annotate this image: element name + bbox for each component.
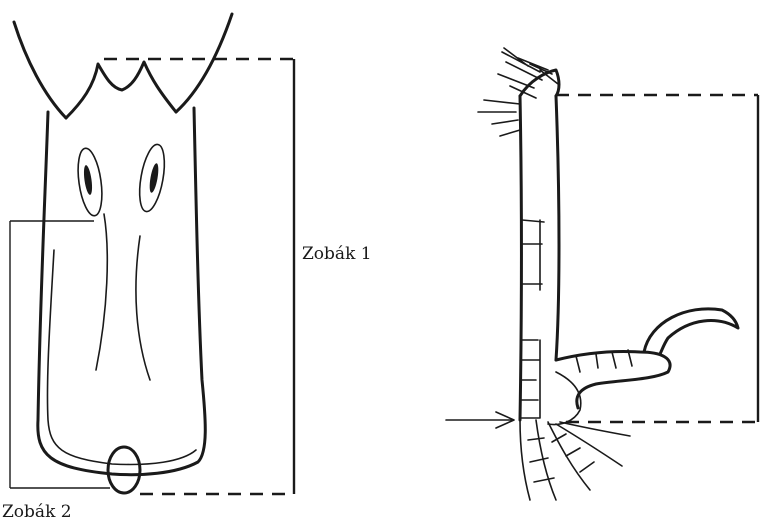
head-outline-left [14, 22, 66, 118]
head-outline-right [176, 14, 232, 112]
label-beak-measure-1: Zobák 1 [302, 244, 372, 264]
tarsus-joint-top [520, 70, 559, 96]
nostril-right-opening [148, 163, 160, 194]
beak-inner-edge [47, 250, 196, 464]
beak-top-view [14, 14, 232, 493]
culmen-ridge-left [96, 214, 107, 370]
feather-tuft [478, 48, 558, 136]
front-toes [520, 420, 630, 500]
beak-nail [108, 447, 140, 493]
nostril-left-opening [82, 165, 93, 196]
measure-bracket-tarsus [556, 95, 758, 422]
beak-outline [38, 108, 205, 475]
tarsus-scutes [521, 220, 544, 418]
tarsus-back-edge [556, 96, 559, 360]
label-beak-measure-2: Zobák 2 [2, 502, 72, 522]
culmen-ridge-right [136, 236, 150, 380]
tarsus-side-view [446, 48, 738, 500]
forehead-feather-edge [66, 62, 176, 118]
hind-claw [644, 309, 738, 354]
tarsus-front-edge [520, 96, 522, 420]
hind-toe [556, 351, 670, 408]
